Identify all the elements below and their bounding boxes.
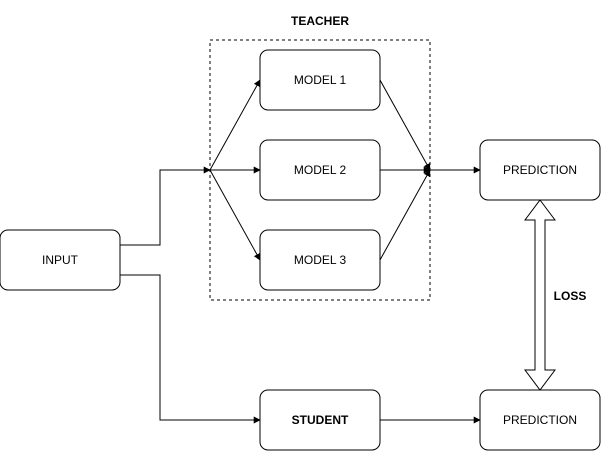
loss-double-arrow [524, 199, 556, 391]
edge-split-to-model3 [209, 169, 261, 261]
edge-input-to-teacher [120, 166, 211, 246]
teacher-prediction-node: PREDICTION [479, 139, 601, 201]
teacher-title: TEACHER [291, 14, 349, 28]
loss-label: LOSS [554, 289, 587, 303]
edge-model1-to-merge [379, 79, 431, 171]
model-3-label: MODEL 3 [294, 253, 347, 267]
student-prediction-label: PREDICTION [503, 413, 577, 427]
input-node-label: INPUT [42, 253, 79, 267]
edge-split-to-model1 [209, 79, 261, 171]
edge-input-to-student [120, 274, 261, 424]
teacher-prediction-label: PREDICTION [503, 163, 577, 177]
student-label: STUDENT [292, 413, 349, 427]
model-1-node: MODEL 1 [259, 49, 381, 111]
input-node: INPUT [0, 229, 121, 291]
model-3-node: MODEL 3 [259, 229, 381, 291]
student-node: STUDENT [259, 389, 381, 451]
model-1-label: MODEL 1 [294, 73, 347, 87]
model-2-node: MODEL 2 [259, 139, 381, 201]
edge-model3-to-merge [379, 169, 431, 261]
model-2-label: MODEL 2 [294, 163, 347, 177]
student-prediction-node: PREDICTION [479, 389, 601, 451]
